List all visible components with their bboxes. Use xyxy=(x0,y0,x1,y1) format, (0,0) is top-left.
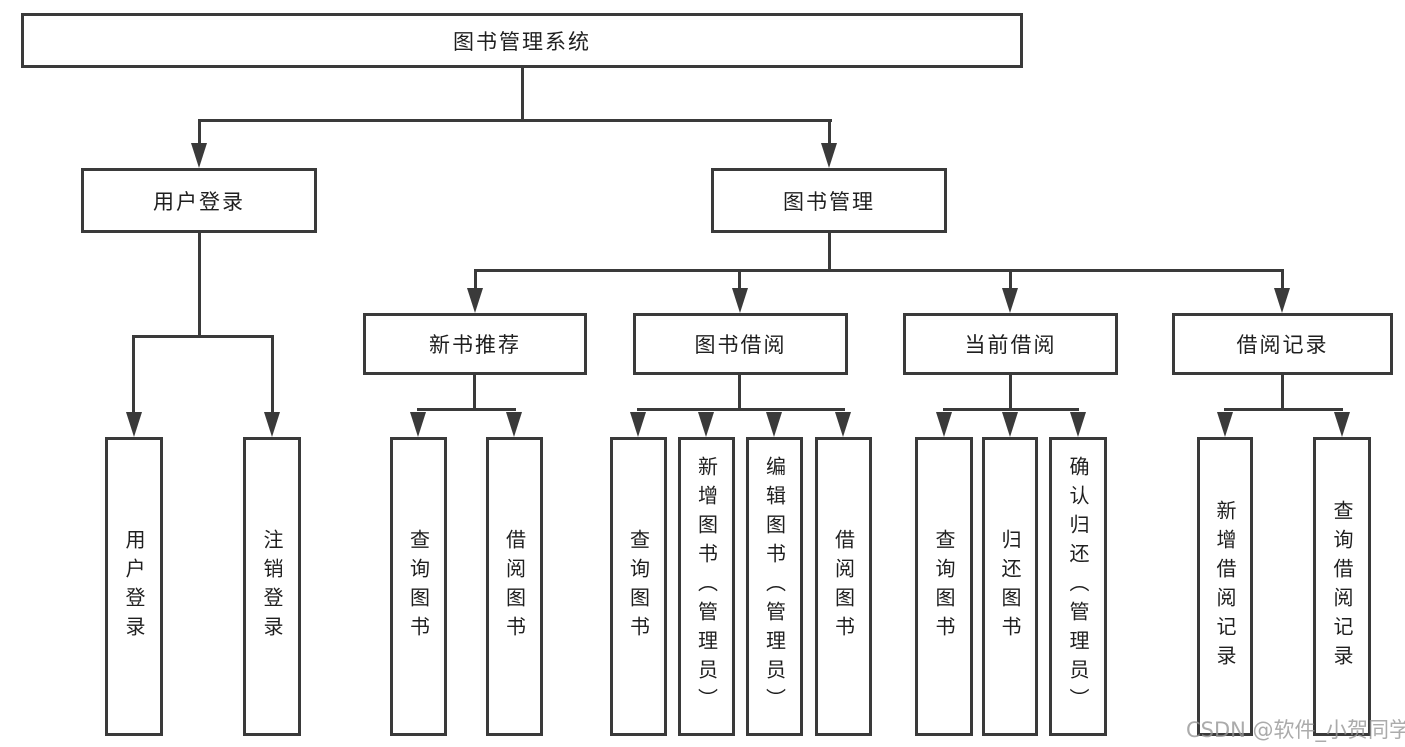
arrow-down-icon xyxy=(126,412,142,437)
node-book-borrow: 图书借阅 xyxy=(633,313,848,375)
connector-line xyxy=(474,269,1284,272)
arrow-down-icon xyxy=(1002,288,1018,313)
leaf-logout-label: 注销登录 xyxy=(260,528,284,645)
leaf-user-login-label: 用户登录 xyxy=(122,528,146,645)
leaf-confirm-return-admin-label: 确认归还（管理员） xyxy=(1066,456,1090,717)
arrow-down-icon xyxy=(410,412,426,437)
node-root: 图书管理系统 xyxy=(21,13,1023,68)
leaf-recommend-borrow-book: 借阅图书 xyxy=(486,437,543,736)
leaf-borrow-query-book-label: 查询图书 xyxy=(626,528,651,645)
node-borrow-record: 借阅记录 xyxy=(1172,313,1393,375)
connector-line xyxy=(1009,375,1012,410)
node-root-label: 图书管理系统 xyxy=(453,29,591,54)
connector-line xyxy=(738,269,741,292)
arrow-down-icon xyxy=(835,412,851,437)
leaf-logout: 注销登录 xyxy=(243,437,301,736)
connector-line xyxy=(828,233,831,271)
leaf-user-login: 用户登录 xyxy=(105,437,163,736)
arrow-down-icon xyxy=(936,412,952,437)
node-borrow-record-label: 借阅记录 xyxy=(1236,333,1329,357)
leaf-add-borrow-record: 新增借阅记录 xyxy=(1197,437,1253,736)
node-user-login: 用户登录 xyxy=(81,168,317,233)
leaf-add-book-admin-label: 新增图书（管理员） xyxy=(694,456,719,717)
leaf-add-borrow-record-label: 新增借阅记录 xyxy=(1213,499,1237,674)
leaf-recommend-query-book-label: 查询图书 xyxy=(406,528,431,645)
arrow-down-icon xyxy=(698,412,714,437)
leaf-query-borrow-record-label: 查询借阅记录 xyxy=(1330,499,1354,674)
leaf-borrow-book: 借阅图书 xyxy=(815,437,872,736)
arrow-down-icon xyxy=(766,412,782,437)
connector-line xyxy=(271,335,274,415)
connector-line xyxy=(1281,375,1284,410)
connector-line xyxy=(828,119,831,146)
arrow-down-icon xyxy=(1274,288,1290,313)
node-book-management: 图书管理 xyxy=(711,168,947,233)
arrow-down-icon xyxy=(264,412,280,437)
node-new-book-recommend: 新书推荐 xyxy=(363,313,587,375)
connector-line xyxy=(738,375,741,410)
connector-line xyxy=(637,408,845,411)
arrow-down-icon xyxy=(821,143,837,168)
arrow-down-icon xyxy=(506,412,522,437)
connector-line xyxy=(1224,408,1343,411)
leaf-edit-book-admin-label: 编辑图书（管理员） xyxy=(762,456,787,717)
arrow-down-icon xyxy=(630,412,646,437)
node-book-borrow-label: 图书借阅 xyxy=(694,333,787,357)
arrow-down-icon xyxy=(191,143,207,168)
arrow-down-icon xyxy=(732,288,748,313)
leaf-edit-book-admin: 编辑图书（管理员） xyxy=(746,437,803,736)
connector-line xyxy=(198,119,201,146)
node-user-login-label: 用户登录 xyxy=(153,189,245,214)
node-new-book-recommend-label: 新书推荐 xyxy=(429,333,521,357)
leaf-borrow-book-label: 借阅图书 xyxy=(831,528,856,645)
connector-line xyxy=(474,269,477,292)
arrow-down-icon xyxy=(1334,412,1350,437)
leaf-borrow-query-book: 查询图书 xyxy=(610,437,667,736)
connector-line xyxy=(1009,269,1012,292)
arrow-down-icon xyxy=(467,288,483,313)
connector-line xyxy=(943,408,1079,411)
connector-line xyxy=(417,408,516,411)
arrow-down-icon xyxy=(1002,412,1018,437)
node-book-management-label: 图书管理 xyxy=(783,189,875,214)
arrow-down-icon xyxy=(1070,412,1086,437)
leaf-confirm-return-admin: 确认归还（管理员） xyxy=(1049,437,1107,736)
leaf-return-book-label: 归还图书 xyxy=(998,528,1022,645)
arrow-down-icon xyxy=(1217,412,1233,437)
connector-line xyxy=(132,335,274,338)
leaf-return-book: 归还图书 xyxy=(982,437,1038,736)
node-current-borrow: 当前借阅 xyxy=(903,313,1118,375)
connector-line xyxy=(473,375,476,410)
node-current-borrow-label: 当前借阅 xyxy=(964,333,1057,357)
leaf-add-book-admin: 新增图书（管理员） xyxy=(678,437,735,736)
connector-line xyxy=(521,68,524,121)
connector-line xyxy=(132,335,135,415)
leaf-recommend-query-book: 查询图书 xyxy=(390,437,447,736)
leaf-recommend-borrow-book-label: 借阅图书 xyxy=(502,528,527,645)
leaf-query-borrow-record: 查询借阅记录 xyxy=(1313,437,1371,736)
leaf-current-query-book-label: 查询图书 xyxy=(932,528,956,645)
connector-line xyxy=(1281,269,1284,292)
leaf-current-query-book: 查询图书 xyxy=(915,437,973,736)
connector-line xyxy=(198,119,832,122)
connector-line xyxy=(198,233,201,337)
